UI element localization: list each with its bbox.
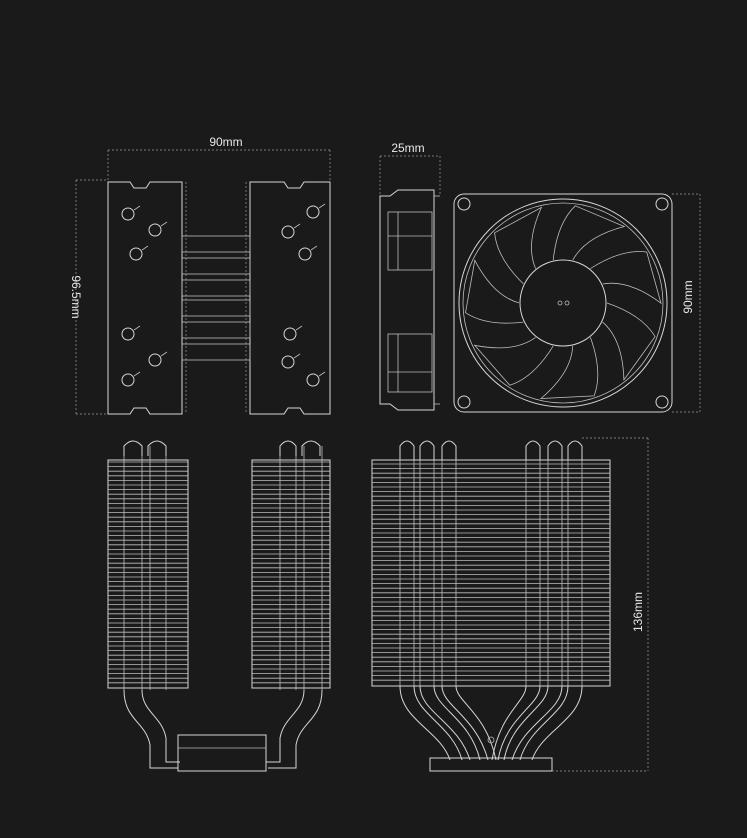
- heatpipe-bend: [123, 689, 178, 769]
- screw-hole: [121, 373, 135, 387]
- screw-hole: [298, 247, 312, 261]
- heatsink-base: [177, 734, 267, 772]
- fan-corner-hole: [655, 395, 669, 409]
- dimension-lines: [75, 149, 701, 772]
- left-fin-stack: [107, 459, 189, 689]
- fan-blade: [465, 259, 524, 324]
- heatpipe-top: [147, 440, 167, 456]
- screw-hole: [148, 223, 162, 237]
- screw-hole: [306, 205, 320, 219]
- fan-blade: [552, 205, 626, 261]
- heatpipe-bar: [181, 257, 251, 275]
- screw-hole: [281, 355, 295, 369]
- dim-cooler-height: 136mm: [631, 592, 645, 632]
- fan-shroud: [458, 198, 668, 408]
- heatpipe-bar: [181, 321, 251, 339]
- screw-hole: [121, 207, 135, 221]
- fan-corner-hole: [457, 395, 471, 409]
- fan-front-view: [453, 193, 673, 413]
- right-fin-stack: [251, 459, 331, 689]
- screw-hole: [129, 247, 143, 261]
- fan-blades: [465, 205, 662, 399]
- fan-blade: [590, 251, 662, 305]
- heatpipe-bars: [181, 235, 251, 361]
- fan-blade: [539, 337, 599, 399]
- fan-hub: [519, 259, 607, 347]
- fan-frame-side: [379, 189, 435, 411]
- fan-corner-hole: [655, 197, 669, 211]
- front-base: [429, 757, 553, 772]
- fan-blade: [494, 206, 543, 285]
- heatpipe-bar: [181, 235, 251, 253]
- fan-hub-side-lower: [387, 333, 433, 393]
- heatpipe-top: [279, 440, 297, 456]
- dim-heatsink-depth: 96.5mm: [69, 275, 83, 318]
- fan-blade: [473, 337, 554, 386]
- fan-frame: [453, 193, 673, 413]
- heatpipe-top: [123, 440, 143, 456]
- side-fins: [107, 459, 331, 689]
- fan-hub-side-upper: [387, 211, 433, 271]
- heatsink-side-view: [107, 440, 331, 772]
- heatsink-front-view: [371, 440, 611, 772]
- screw-hole: [283, 327, 297, 341]
- fan-blade: [602, 302, 656, 381]
- screw-hole: [281, 225, 295, 239]
- dim-fan-size: 90mm: [681, 280, 695, 313]
- front-fins: [372, 463, 610, 681]
- fin-stack: [371, 459, 611, 687]
- heatpipe-bar: [181, 299, 251, 317]
- right-fin-block: [249, 181, 331, 415]
- fan-side-view: [379, 189, 440, 411]
- left-fin-block: [107, 181, 183, 415]
- heatpipe-bar: [181, 279, 251, 297]
- heatpipe-bar: [181, 343, 251, 361]
- screw-hole: [121, 327, 135, 341]
- screw-hole: [148, 353, 162, 367]
- dim-fan-thickness: 25mm: [391, 141, 424, 155]
- fan-corner-hole: [457, 197, 471, 211]
- screw-hole: [306, 373, 320, 387]
- heatsink-top-view: [107, 181, 331, 415]
- dim-heatsink-width: 90mm: [209, 135, 242, 149]
- screw-holes: [121, 203, 326, 387]
- heatpipe-top: [301, 440, 321, 456]
